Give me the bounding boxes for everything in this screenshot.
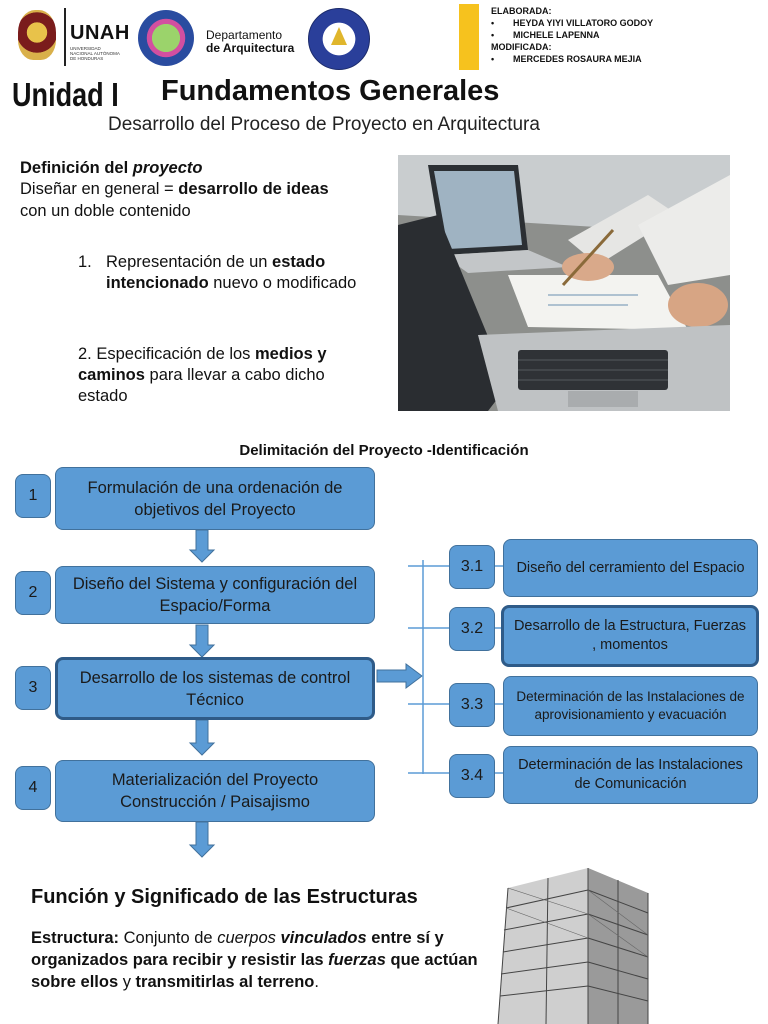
credit-item: •MERCEDES ROSAURA MEJIA bbox=[491, 54, 642, 64]
credit-item: •MICHELE LAPENNA bbox=[491, 30, 600, 40]
credits-block: ELABORADA: •HEYDA YIYI VILLATORO GODOY •… bbox=[491, 5, 653, 65]
substep-box: Determinación de las Instalaciones de ap… bbox=[503, 676, 758, 736]
department-name: de Arquitectura bbox=[206, 41, 295, 55]
substep-box: Determinación de las Instalaciones de Co… bbox=[503, 746, 758, 804]
step-number: 4 bbox=[15, 766, 51, 810]
step-number: 1 bbox=[15, 474, 51, 518]
substep-number: 3.1 bbox=[449, 545, 495, 589]
building-structure-image bbox=[497, 868, 649, 1024]
definition-line: Diseñar en general = desarrollo de ideas bbox=[20, 180, 329, 198]
definition-line: con un doble contenido bbox=[20, 202, 191, 220]
unah-wordmark: UNAH bbox=[70, 22, 130, 44]
unah-subtitle: UNIVERSIDAD NACIONAL AUTÓNOMA DE HONDURA… bbox=[70, 46, 120, 61]
substep-number: 3.4 bbox=[449, 754, 495, 798]
elaborada-label: ELABORADA: bbox=[491, 6, 552, 16]
step-box: Materialización del Proyecto Construcció… bbox=[55, 760, 375, 822]
substep-box-highlighted: Desarrollo de la Estructura, Fuerzas , m… bbox=[501, 605, 759, 667]
diagram-title: Delimitación del Proyecto -Identificació… bbox=[239, 442, 529, 459]
structures-title: Función y Significado de las Estructuras bbox=[31, 886, 418, 908]
definition-title: Definición del proyecto bbox=[20, 159, 203, 177]
definition-item-2: 2. Especificación de los medios y camino… bbox=[78, 345, 327, 405]
page-title: Fundamentos Generales bbox=[161, 75, 500, 107]
structure-definition: Estructura: Conjunto de cuerpos vinculad… bbox=[31, 929, 478, 991]
step-number: 3 bbox=[15, 666, 51, 710]
substep-box: Diseño del cerramiento del Espacio bbox=[503, 539, 758, 597]
substep-number: 3.3 bbox=[449, 683, 495, 727]
logo-divider bbox=[64, 8, 66, 66]
unit-label: Unidad I bbox=[12, 76, 119, 113]
modificada-label: MODIFICADA: bbox=[491, 42, 552, 52]
faculty-seal-logo bbox=[138, 10, 194, 66]
laptop-photo bbox=[398, 155, 730, 411]
accent-bar bbox=[459, 4, 479, 70]
page-subtitle: Desarrollo del Proceso de Proyecto en Ar… bbox=[108, 114, 540, 135]
credit-item: •HEYDA YIYI VILLATORO GODOY bbox=[491, 18, 654, 28]
department-label: Departamento bbox=[206, 28, 283, 42]
definition-item-1: 1. Representación de un estado intencion… bbox=[78, 253, 357, 292]
step-number: 2 bbox=[15, 571, 51, 615]
step-box: Diseño del Sistema y configuración del E… bbox=[55, 566, 375, 624]
step-box: Formulación de una ordenación de objetiv… bbox=[55, 467, 375, 530]
unah-shield-logo bbox=[18, 10, 56, 60]
architecture-seal-logo bbox=[308, 8, 370, 70]
substep-number: 3.2 bbox=[449, 607, 495, 651]
step-box-highlighted: Desarrollo de los sistemas de control Té… bbox=[55, 657, 375, 720]
